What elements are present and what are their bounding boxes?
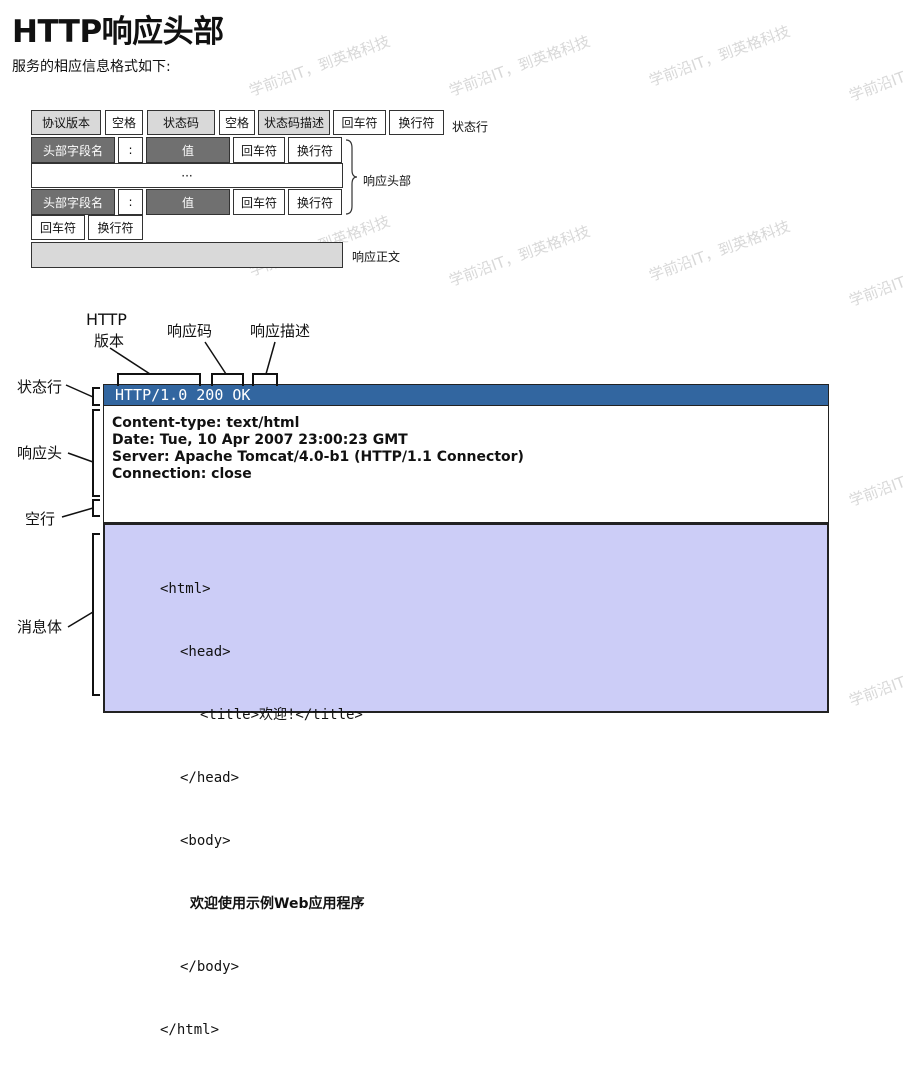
cell-cr: 回车符: [233, 189, 285, 215]
cell-space: 空格: [219, 110, 255, 135]
cell-cr: 回车符: [333, 110, 386, 135]
cell-status-code: 状态码: [147, 110, 215, 135]
diagram-bracket-lines-icon: [61, 341, 278, 696]
status-line-label: 状态行: [452, 120, 489, 134]
cell-colon: :: [118, 137, 143, 163]
header-lines: Content-type: text/html Date: Tue, 10 Ap…: [112, 415, 524, 483]
body-line: </body>: [180, 959, 240, 975]
body-line: <body>: [180, 833, 231, 849]
body-line: <html>: [160, 581, 211, 597]
header-line: Server: Apache Tomcat/4.0-b1 (HTTP/1.1 C…: [112, 449, 524, 465]
cell-lf: 换行符: [389, 110, 444, 135]
body-line: </html>: [160, 1022, 220, 1038]
cell-ellipsis: ···: [31, 163, 343, 188]
page-title: HTTP响应头部: [12, 14, 224, 50]
cell-colon: :: [118, 189, 143, 215]
cell-lf: 换行符: [88, 215, 143, 240]
status-line-text: HTTP/1.0 200 OK: [115, 386, 251, 404]
label-response-desc: 响应描述: [250, 322, 311, 340]
cell-protocol-version: 协议版本: [31, 110, 101, 135]
cell-status-desc: 状态码描述: [258, 110, 330, 135]
label-http: HTTP: [86, 310, 127, 329]
cell-cr: 回车符: [31, 215, 85, 240]
body-line: <head>: [180, 644, 231, 660]
header-line: Connection: close: [112, 466, 252, 482]
cell-header-field: 头部字段名: [31, 137, 115, 163]
header-brace-icon: [345, 139, 358, 215]
label-message-body: 消息体: [17, 618, 63, 636]
response-header-label: 响应头部: [363, 174, 412, 188]
body-box: [103, 523, 829, 713]
cell-cr: 回车符: [233, 137, 285, 163]
label-blank-line: 空行: [25, 510, 56, 528]
cell-lf: 换行符: [288, 189, 342, 215]
cell-lf: 换行符: [288, 137, 342, 163]
headers-box: [103, 406, 829, 523]
page-subtitle: 服务的相应信息格式如下:: [12, 59, 171, 75]
header-line: Date: Tue, 10 Apr 2007 23:00:23 GMT: [112, 432, 408, 448]
label-response-code: 响应码: [167, 322, 213, 340]
header-line: Content-type: text/html: [112, 415, 300, 431]
cell-space: 空格: [105, 110, 143, 135]
label-status-line: 状态行: [17, 378, 63, 396]
cell-value: 值: [146, 189, 230, 215]
cell-value: 值: [146, 137, 230, 163]
label-headers: 响应头: [17, 444, 63, 462]
body-line: <title>欢迎!</title>: [200, 707, 363, 723]
cell-header-field: 头部字段名: [31, 189, 115, 215]
label-version: 版本: [94, 332, 125, 350]
status-line-box: [103, 384, 829, 406]
body-line: 欢迎使用示例Web应用程序: [190, 896, 365, 912]
body-line: </head>: [180, 770, 240, 786]
response-body-label: 响应正文: [352, 250, 401, 264]
cell-response-body: [31, 242, 343, 268]
